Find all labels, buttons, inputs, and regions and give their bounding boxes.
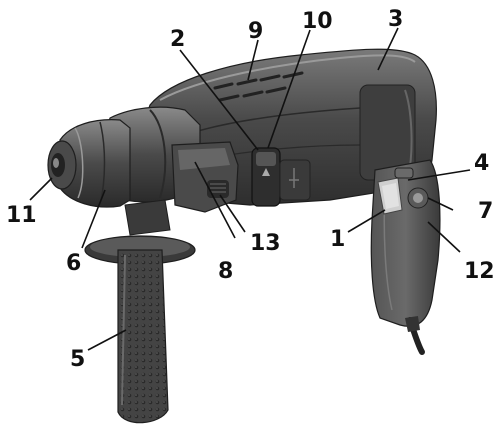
callout-3: 3 (388, 7, 403, 32)
callout-13: 13 (250, 231, 281, 256)
callout-10: 10 (302, 9, 333, 34)
callout-7: 7 (478, 199, 493, 224)
callout-8: 8 (218, 259, 233, 284)
auxiliary-handle[interactable] (84, 199, 196, 424)
mode-selector[interactable] (171, 141, 239, 213)
callout-2: 2 (170, 27, 185, 52)
leader-lines (29, 27, 471, 351)
dust-cap (47, 140, 77, 190)
trigger-switch[interactable] (377, 177, 403, 215)
callout-1: 1 (330, 227, 345, 252)
lock-button[interactable] (407, 187, 429, 209)
function-switch[interactable] (251, 147, 311, 207)
callout-6: 6 (66, 251, 81, 276)
ventilation-slots (213, 71, 304, 102)
callout-5: 5 (70, 347, 85, 372)
callout-11: 11 (6, 203, 37, 228)
callout-4: 4 (474, 151, 489, 176)
callout-labels: 1 2 3 4 5 6 7 8 9 10 11 12 13 (6, 7, 495, 372)
callout-12: 12 (464, 259, 495, 284)
reverse-switch[interactable] (394, 167, 414, 179)
callout-9: 9 (248, 19, 263, 44)
